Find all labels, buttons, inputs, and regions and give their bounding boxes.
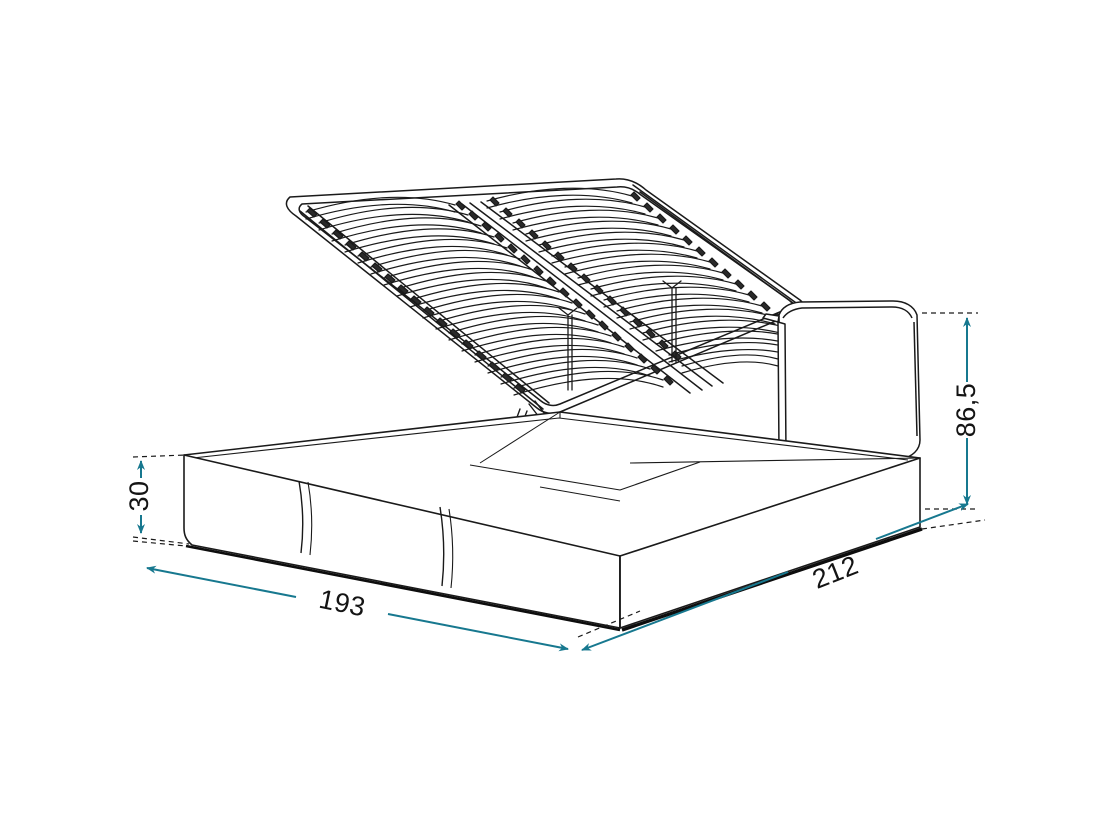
slat-holders-left <box>306 207 526 394</box>
slat-holders-centre-left <box>455 200 674 386</box>
slat-holders-right <box>630 191 797 334</box>
dimension-label-height-overall: 86,5 <box>951 383 981 438</box>
slatted-frame <box>285 178 805 415</box>
slat-group-left <box>305 196 664 396</box>
slat-group-right <box>486 187 795 374</box>
base-box <box>183 411 923 632</box>
slat-holders-centre-right <box>489 196 682 361</box>
dimension-height-overall: 86,5 <box>922 312 981 510</box>
dimension-label-width-front: 193 <box>317 584 369 623</box>
dimension-label-height-base: 30 <box>124 480 154 511</box>
dimension-height-base: 30 <box>124 454 190 545</box>
slat-frame-support-legs <box>558 280 682 391</box>
